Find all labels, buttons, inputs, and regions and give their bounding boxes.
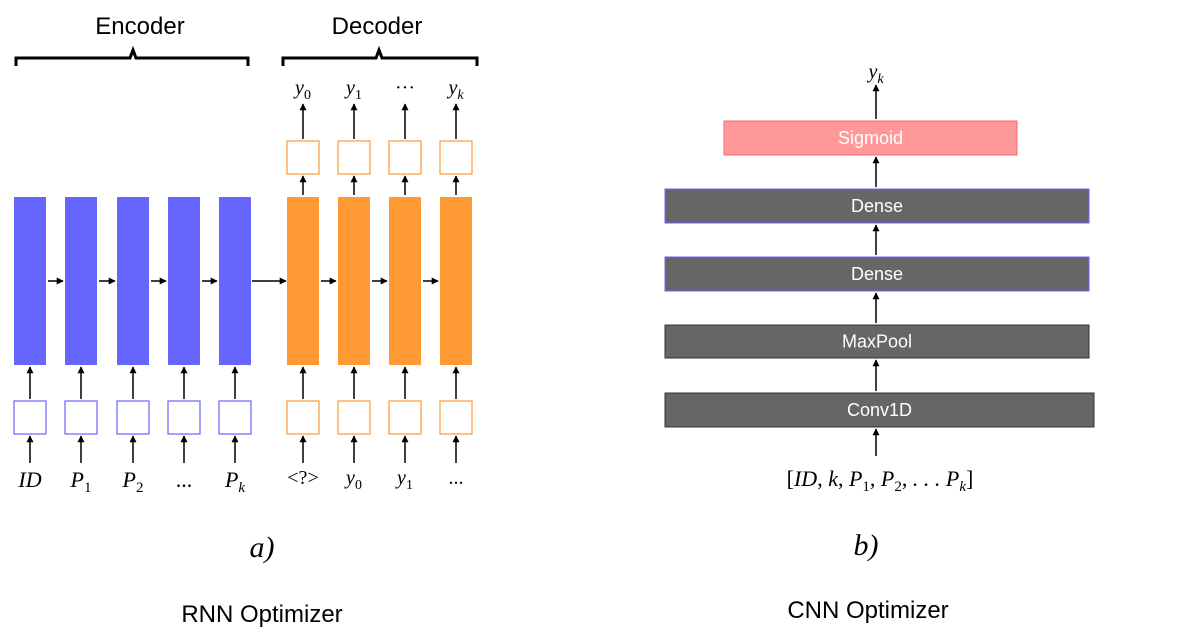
encoder-input-box — [13, 400, 47, 435]
encoder-input-box — [167, 400, 201, 435]
encoder-input-label: ID — [17, 467, 41, 492]
decoder-label: Decoder — [332, 13, 423, 40]
decoder-output-box — [439, 140, 473, 175]
decoder-cell — [338, 197, 370, 365]
encoder-input-box — [218, 400, 252, 435]
decoder-output-box — [388, 140, 422, 175]
decoder-cell — [440, 197, 472, 365]
cnn-caption: CNN Optimizer — [787, 597, 948, 624]
decoder-input-box — [286, 400, 320, 435]
encoder-cell — [14, 197, 46, 365]
encoder-input-box — [64, 400, 98, 435]
decoder-cell — [389, 197, 421, 365]
panel-label-b: b) — [854, 529, 879, 562]
maxpool-layer — [664, 324, 1090, 359]
decoder-input-box — [439, 400, 473, 435]
cnn-output-label: yk — [866, 61, 884, 87]
decoder-output-label: y0 — [293, 77, 311, 103]
dense-layer-2-label: Dense — [851, 196, 903, 216]
encoder-cell — [168, 197, 200, 365]
decoder-brace — [281, 45, 479, 66]
encoder-label: Encoder — [95, 13, 184, 40]
decoder-input-box — [388, 400, 422, 435]
maxpool-layer-label: MaxPool — [842, 332, 912, 352]
decoder-input-label: y0 — [344, 467, 362, 493]
dense-layer-1-label: Dense — [851, 264, 903, 284]
encoder-brace — [14, 45, 250, 66]
encoder-cell — [117, 197, 149, 365]
decoder-input-label: <?> — [287, 467, 318, 489]
sigmoid-layer-label: Sigmoid — [838, 128, 903, 148]
conv1d-layer-label: Conv1D — [847, 400, 912, 420]
decoder-output-label: ··· — [395, 77, 415, 99]
encoder-input-label: P1 — [70, 467, 92, 496]
cnn-input-expression: [ID, k, P1, P2, . . . Pk] — [787, 466, 974, 495]
panel-label-a: a) — [250, 531, 275, 564]
decoder-output-box — [286, 140, 320, 175]
decoder-output-label: y1 — [344, 77, 362, 103]
decoder-cell — [287, 197, 319, 365]
rnn-panel: Encoder Decoder ID P1 P2... Pk <?> y0 y0 y1 y1 ·… — [13, 13, 479, 628]
encoder-input-box — [116, 400, 150, 435]
sigmoid-layer — [723, 120, 1018, 156]
dense-layer-1 — [664, 256, 1090, 292]
encoder-input-label: Pk — [224, 467, 245, 496]
decoder-output-box — [337, 140, 371, 175]
encoder-cell — [219, 197, 251, 365]
encoder-cell — [65, 197, 97, 365]
decoder-input-label: y1 — [395, 467, 413, 493]
conv1d-layer — [664, 392, 1095, 428]
decoder-output-label: yk — [446, 77, 464, 103]
rnn-caption: RNN Optimizer — [181, 601, 342, 628]
decoder-input-box — [337, 400, 371, 435]
encoder-input-label: P2 — [122, 467, 144, 496]
decoder-input-label: ... — [449, 467, 464, 489]
dense-layer-2 — [664, 188, 1090, 224]
encoder-input-label: ... — [176, 467, 193, 492]
